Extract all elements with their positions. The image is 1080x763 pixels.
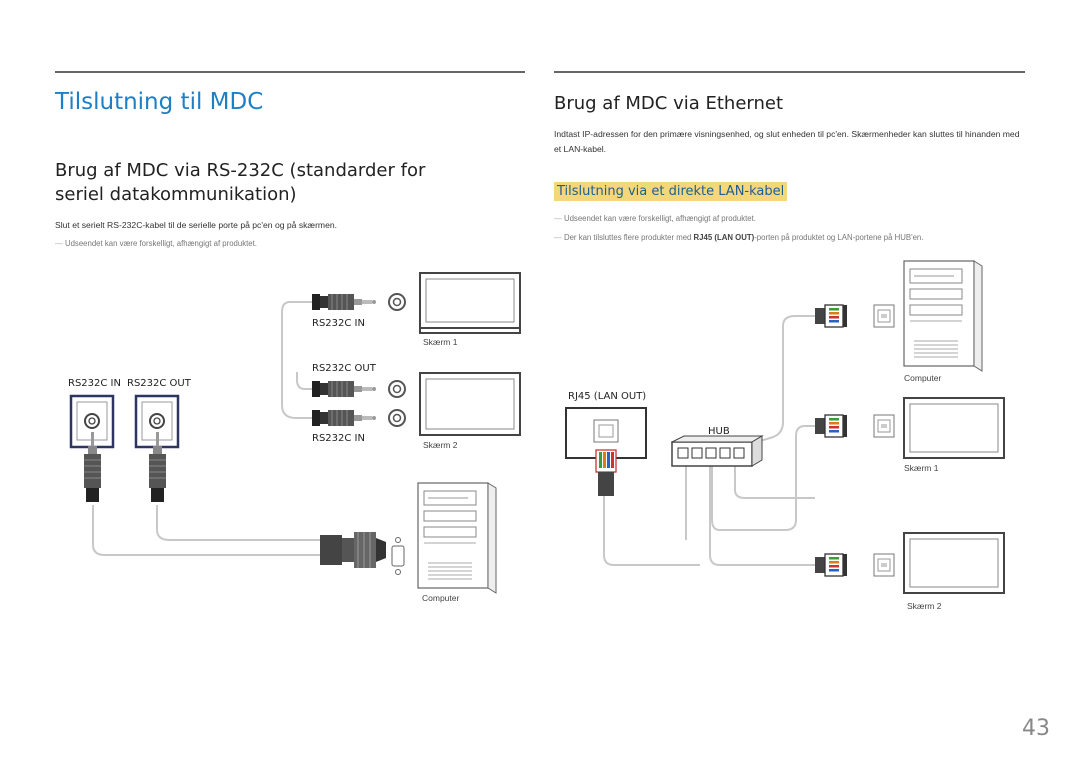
caption-right-screen1: Skærm 1	[904, 463, 939, 473]
right-top-rule	[554, 71, 1025, 73]
label-rs232c-in-top: RS232C IN	[312, 318, 365, 329]
ethernet-body: Indtast IP-adressen for den primære visn…	[554, 129, 1020, 154]
lan-note-2-pre: Der kan tilsluttes flere produkter med	[563, 233, 694, 242]
caption-right-screen2: Skærm 2	[907, 601, 942, 611]
label-rs232c-in-bottom: RS232C IN	[312, 433, 365, 444]
page-number: 43	[1022, 716, 1050, 741]
caption-left-screen2: Skærm 2	[423, 440, 458, 450]
rs232c-body: Slut et serielt RS-232C-kabel til de ser…	[55, 220, 338, 230]
left-top-rule	[55, 71, 525, 73]
ethernet-section-title: Brug af MDC via Ethernet	[554, 93, 784, 114]
rs232c-note-text: Udseendet kan være forskelligt, afhængig…	[64, 239, 257, 248]
label-pc-rs232c-out: RS232C OUT	[127, 378, 191, 389]
label-rj45-lan-out: RJ45 (LAN OUT)	[568, 391, 647, 402]
label-rs232c-out: RS232C OUT	[312, 363, 376, 374]
rs232c-section-title: Brug af MDC via RS-232C (standarder for …	[55, 160, 426, 205]
lan-note-1-text: Udseendet kan være forskelligt, afhængig…	[563, 214, 756, 223]
label-hub: HUB	[708, 426, 730, 437]
caption-right-computer: Computer	[904, 373, 942, 383]
lan-subsection-title: Tilslutning via et direkte LAN-kabel	[554, 182, 788, 201]
label-pc-rs232c-in: RS232C IN	[68, 378, 121, 389]
lan-note-1: Udseendet kan være forskelligt, afhængig…	[554, 213, 756, 225]
caption-left-screen1: Skærm 1	[423, 337, 458, 347]
caption-left-computer: Computer	[422, 593, 460, 603]
page-title: Tilslutning til MDC	[55, 89, 264, 115]
lan-note-2-post: -porten på produktet og LAN-portene på H…	[754, 233, 924, 242]
rs232c-note: Udseendet kan være forskelligt, afhængig…	[55, 238, 257, 250]
lan-note-2-bold: RJ45 (LAN OUT)	[693, 233, 755, 242]
lan-note-2: Der kan tilsluttes flere produkter med R…	[554, 232, 1034, 244]
